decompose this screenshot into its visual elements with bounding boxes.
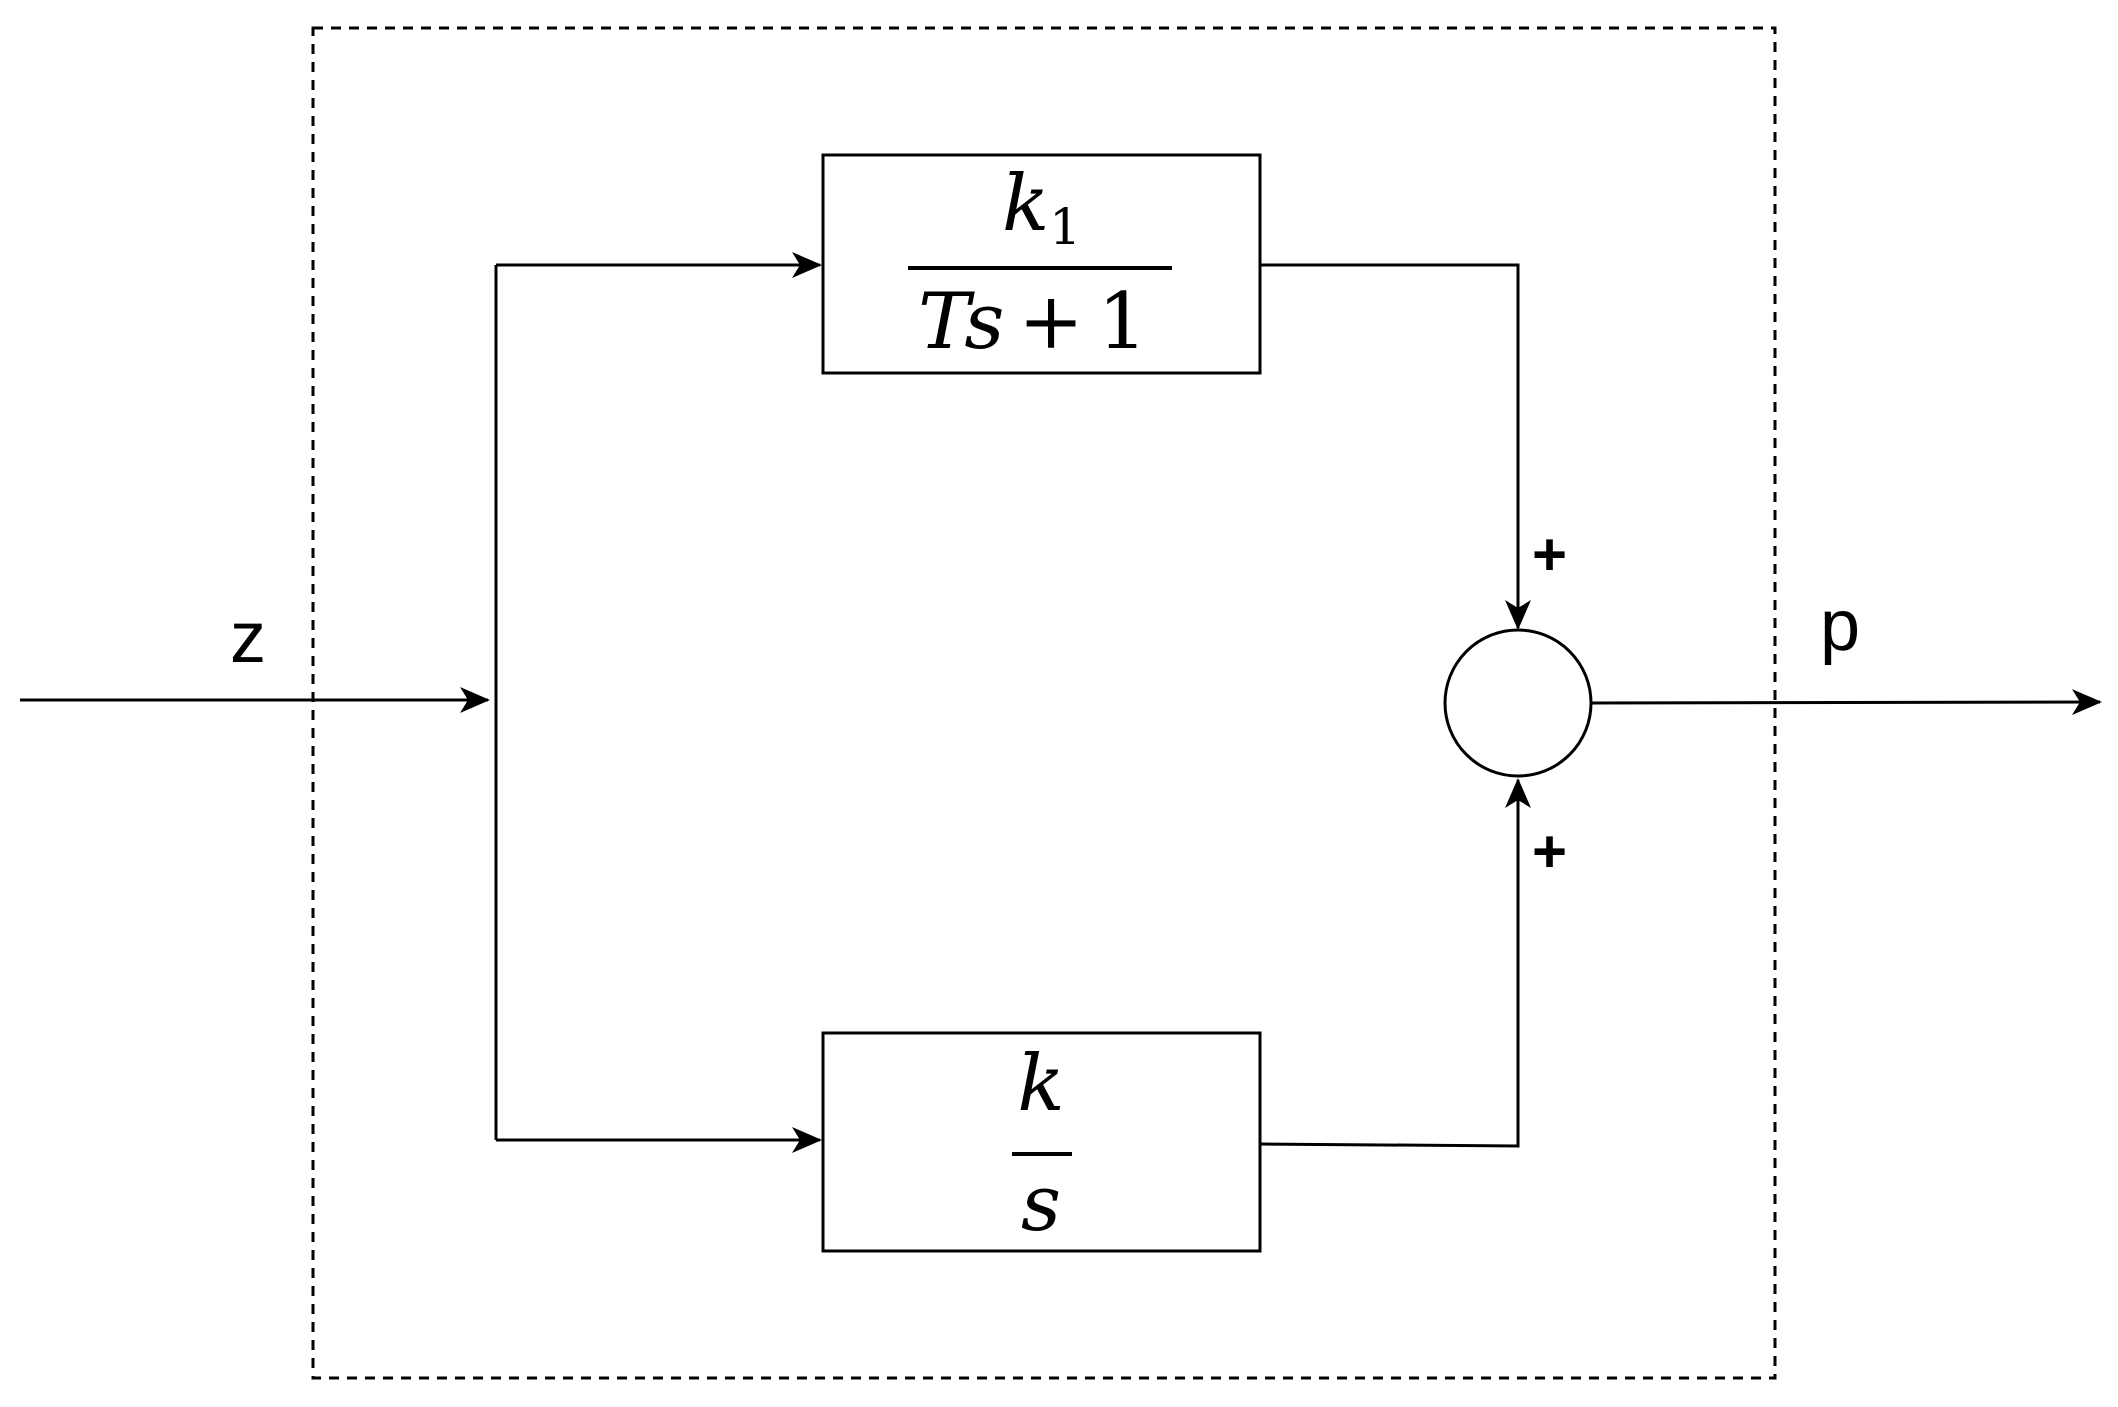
lower-transfer-function: k s bbox=[1012, 1039, 1072, 1249]
lower-output-line bbox=[1259, 778, 1531, 1148]
upper-denominator: Ts+1 bbox=[918, 277, 1147, 367]
lower-transfer-block bbox=[821, 1031, 1262, 1253]
lower-numerator: k bbox=[1017, 1039, 1064, 1129]
upper-output-line bbox=[1260, 263, 1531, 630]
upper-numerator: k1 bbox=[1002, 159, 1081, 256]
input-signal-label: z bbox=[230, 598, 266, 678]
output-arrow bbox=[1590, 689, 2102, 716]
upper-transfer-block bbox=[821, 153, 1262, 375]
upper-numerator-subscript: 1 bbox=[1049, 198, 1081, 256]
output-signal-label: p bbox=[1820, 586, 1860, 666]
lower-denominator: s bbox=[1021, 1159, 1061, 1249]
upper-transfer-function: k1 Ts+1 bbox=[908, 159, 1172, 367]
summing-junction bbox=[1443, 628, 1593, 778]
sum-top-sign: + bbox=[1532, 521, 1567, 588]
sum-bottom-sign: + bbox=[1532, 818, 1567, 885]
